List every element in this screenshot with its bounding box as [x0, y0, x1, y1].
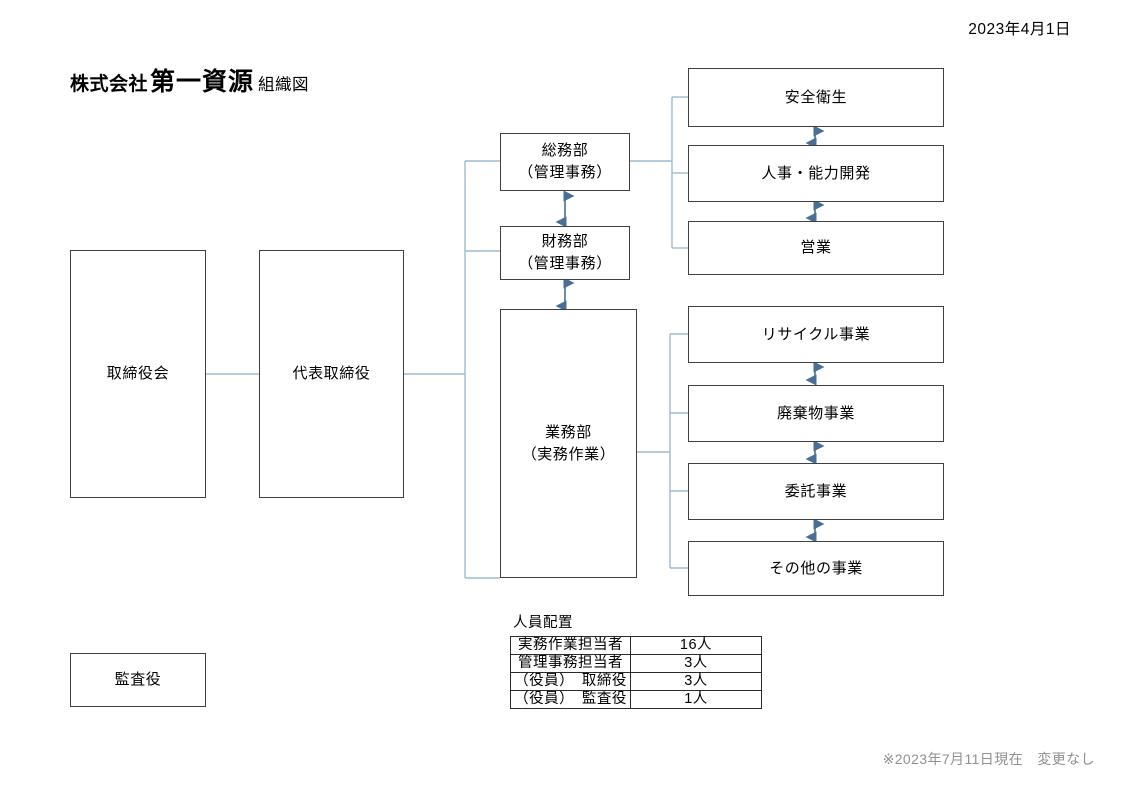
- node-general-affairs-department[interactable]: 総務部 （管理事務）: [500, 133, 630, 191]
- node-contract-business-label: 委託事業: [784, 482, 848, 500]
- node-safety-and-health-label: 安全衛生: [784, 88, 848, 106]
- staff-row-value: 3人: [630, 672, 762, 691]
- table-row: （役員） 取締役 3人: [510, 672, 762, 691]
- node-finance-line1: 財務部: [541, 233, 589, 251]
- staff-row-label: （役員） 取締役: [510, 672, 631, 691]
- node-safety-and-health[interactable]: 安全衛生: [688, 68, 944, 127]
- node-operations-line2: （実務作業）: [521, 445, 616, 463]
- node-representative-director-label: 代表取締役: [292, 365, 371, 383]
- title-doc-type: 組織図: [258, 76, 310, 94]
- node-operations-line1: 業務部: [545, 423, 592, 441]
- node-auditor[interactable]: 監査役: [70, 653, 206, 707]
- node-auditor-label: 監査役: [114, 671, 162, 689]
- revision-footnote: ※2023年7月11日現在 変更なし: [882, 751, 1095, 767]
- staffing-table: 実務作業担当者 16人 管理事務担当者 3人 （役員） 取締役 3人 （役員） …: [510, 636, 762, 709]
- node-waste-business-label: 廃棄物事業: [776, 404, 855, 422]
- node-waste-business[interactable]: 廃棄物事業: [688, 385, 944, 442]
- node-representative-director[interactable]: 代表取締役: [259, 250, 404, 498]
- node-other-business[interactable]: その他の事業: [688, 541, 944, 596]
- node-recycling-business-label: リサイクル事業: [761, 325, 871, 343]
- node-other-business-label: その他の事業: [769, 559, 863, 577]
- node-recycling-business[interactable]: リサイクル事業: [688, 306, 944, 363]
- node-hr-and-development-label: 人事・能力開発: [761, 164, 871, 182]
- page-title: 株式会社 第一資源 組織図: [70, 62, 309, 98]
- title-company-prefix: 株式会社: [70, 74, 149, 95]
- staff-row-label: 管理事務担当者: [510, 654, 631, 673]
- staff-row-value: 3人: [630, 654, 762, 673]
- node-finance-line2: （管理事務）: [518, 255, 612, 272]
- node-sales-label: 営業: [800, 239, 832, 257]
- node-board-of-directors-label: 取締役会: [106, 365, 170, 383]
- staff-row-value: 16人: [630, 636, 762, 655]
- node-operations-department[interactable]: 業務部 （実務作業）: [500, 309, 637, 578]
- node-general-affairs-line1: 総務部: [541, 142, 589, 160]
- document-date: 2023年4月1日: [968, 21, 1071, 38]
- staff-row-value: 1人: [630, 690, 762, 709]
- node-hr-and-development[interactable]: 人事・能力開発: [688, 145, 944, 202]
- table-row: 実務作業担当者 16人: [510, 636, 762, 655]
- node-board-of-directors[interactable]: 取締役会: [70, 250, 206, 498]
- node-sales[interactable]: 営業: [688, 221, 944, 275]
- staff-row-label: （役員） 監査役: [510, 690, 631, 709]
- node-contract-business[interactable]: 委託事業: [688, 463, 944, 520]
- node-general-affairs-line2: （管理事務）: [518, 164, 612, 181]
- staffing-table-caption: 人員配置: [513, 615, 573, 631]
- title-company-name: 第一資源: [150, 68, 255, 96]
- table-row: （役員） 監査役 1人: [510, 690, 762, 709]
- table-row: 管理事務担当者 3人: [510, 654, 762, 673]
- node-finance-department[interactable]: 財務部 （管理事務）: [500, 226, 630, 280]
- staff-row-label: 実務作業担当者: [510, 636, 631, 655]
